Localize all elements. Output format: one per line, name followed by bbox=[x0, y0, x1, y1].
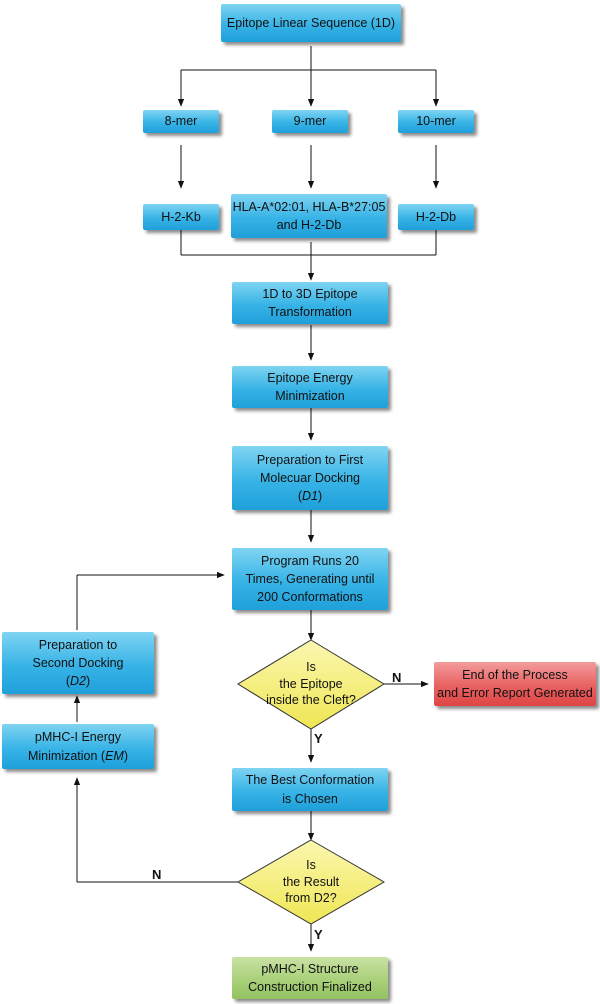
node-prep-second-docking-label: Preparation to Second Docking (D2) bbox=[32, 636, 123, 690]
edge-label-d2-yes: Y bbox=[314, 927, 323, 942]
node-pmhc-energy-min: pMHC-I Energy Minimization (EM) bbox=[2, 724, 154, 769]
node-h2db-label: H-2-Db bbox=[415, 209, 457, 224]
prep-d1-italic: D1 bbox=[302, 489, 318, 504]
prep-d2-close: ) bbox=[85, 674, 91, 689]
node-error-end: End of the Process and Error Report Gene… bbox=[434, 662, 596, 706]
pmhc-em-close: ) bbox=[123, 748, 129, 763]
prep-d1-close: ) bbox=[317, 489, 323, 504]
node-hla-alleles-label: HLA-A*02:01, HLA-B*27:05 and H-2-Db bbox=[232, 199, 386, 232]
node-pmhc-energy-min-label: pMHC-I Energy Minimization (EM) bbox=[28, 728, 128, 764]
node-error-end-label: End of the Process and Error Report Gene… bbox=[437, 667, 593, 700]
node-prep-first-docking: Preparation to First Molecuar Docking (D… bbox=[232, 446, 388, 510]
node-program-runs: Program Runs 20 Times, Generating until … bbox=[232, 548, 388, 610]
node-9mer: 9-mer bbox=[272, 110, 348, 133]
node-hla-alleles: HLA-A*02:01, HLA-B*27:05 and H-2-Db bbox=[231, 194, 387, 238]
node-finalized: pMHC-I Structure Construction Finalized bbox=[232, 957, 388, 999]
prep-d1-text: Preparation to First Molecuar Docking ( bbox=[256, 452, 364, 504]
node-transformation: 1D to 3D Epitope Transformation bbox=[232, 282, 388, 324]
pmhc-em-text: pMHC-I Energy Minimization ( bbox=[27, 730, 122, 763]
decision-d2-label: Is the Result from D2? bbox=[282, 857, 340, 906]
decision-cleft-text: Is the Epitope inside the Cleft? bbox=[246, 644, 376, 724]
node-h2db: H-2-Db bbox=[398, 204, 474, 230]
prep-d2-text: Preparation to Second Docking ( bbox=[32, 637, 124, 689]
edge-label-cleft-yes: Y bbox=[314, 731, 323, 746]
node-10mer-label: 10-mer bbox=[416, 114, 456, 129]
decision-d2-diamond bbox=[236, 839, 386, 925]
node-9mer-label: 9-mer bbox=[293, 114, 327, 129]
node-best-conformation: The Best Conformation is Chosen bbox=[232, 768, 388, 811]
node-prep-first-docking-label: Preparation to First Molecuar Docking (D… bbox=[257, 451, 363, 505]
node-linear-sequence: Epitope Linear Sequence (1D) bbox=[221, 4, 401, 42]
decision-d2-text: Is the Result from D2? bbox=[246, 842, 376, 922]
node-h2kb: H-2-Kb bbox=[143, 204, 219, 230]
node-8mer-label: 8-mer bbox=[164, 114, 198, 129]
node-10mer: 10-mer bbox=[398, 110, 474, 133]
decision-cleft-diamond bbox=[237, 639, 385, 730]
prep-d2-italic: D2 bbox=[70, 674, 86, 689]
pmhc-em-italic: EM bbox=[105, 748, 124, 763]
edge-label-d2-no: N bbox=[152, 867, 162, 882]
node-prep-second-docking: Preparation to Second Docking (D2) bbox=[2, 632, 154, 694]
node-linear-sequence-label: Epitope Linear Sequence (1D) bbox=[226, 15, 396, 30]
node-transformation-label: 1D to 3D Epitope Transformation bbox=[262, 286, 358, 319]
node-best-conformation-label: The Best Conformation is Chosen bbox=[245, 773, 375, 806]
node-finalized-label: pMHC-I Structure Construction Finalized bbox=[248, 961, 372, 994]
node-program-runs-label: Program Runs 20 Times, Generating until … bbox=[245, 553, 375, 605]
node-epitope-energy-min-label: Epitope Energy Minimization bbox=[267, 370, 353, 403]
edge-label-cleft-no: N bbox=[392, 670, 402, 685]
decision-cleft-label: Is the Epitope inside the Cleft? bbox=[266, 659, 356, 708]
node-8mer: 8-mer bbox=[143, 110, 219, 133]
node-h2kb-label: H-2-Kb bbox=[161, 209, 201, 224]
node-epitope-energy-min: Epitope Energy Minimization bbox=[232, 366, 388, 408]
